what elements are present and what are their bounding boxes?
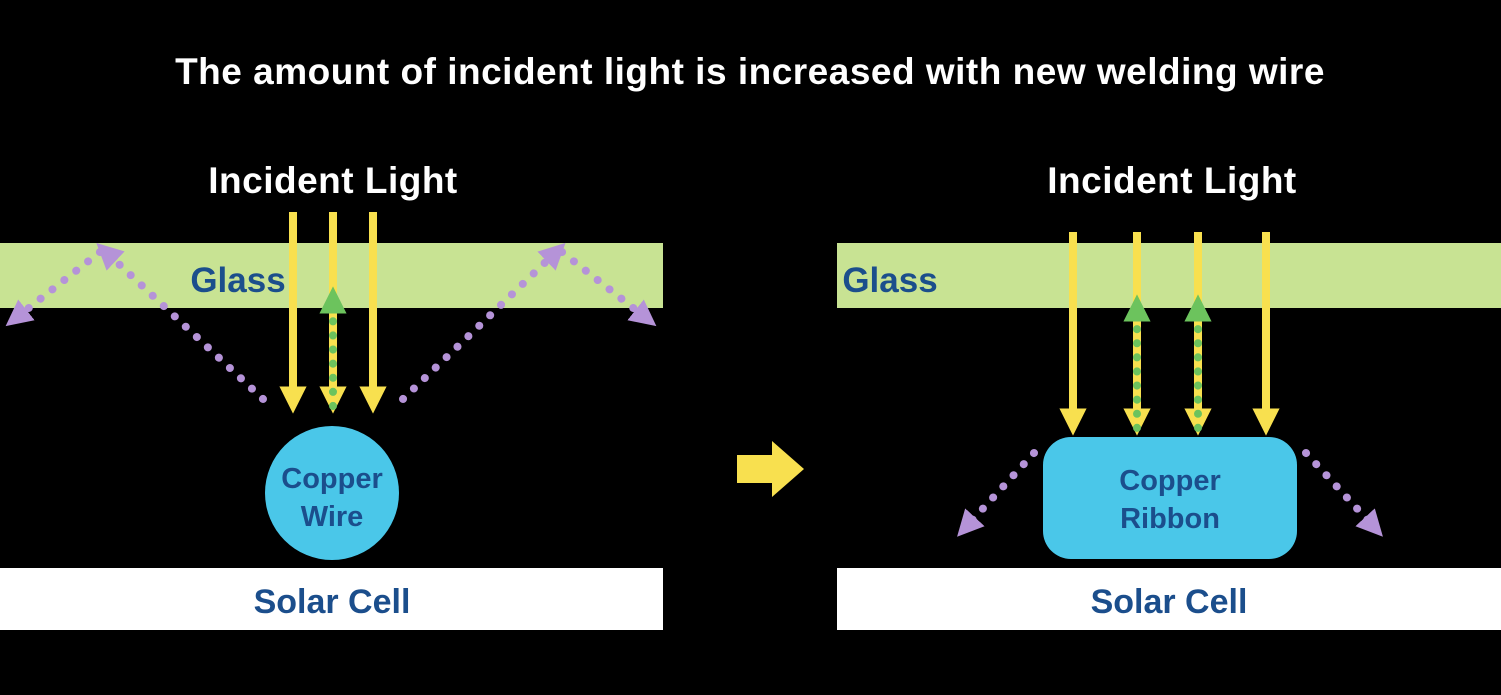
lost-ray-out-left [957,449,1038,537]
incident-light-label: Incident Light [208,160,458,201]
conductor-label-line1: Copper [1119,465,1221,497]
glass-label: Glass [842,261,937,300]
glass-bar [837,243,1501,308]
transition-arrow-icon [737,441,804,497]
incident-light-label: Incident Light [1047,160,1297,201]
lost-ray-up-right [399,242,566,403]
left-panel: Incident Light Glass Copper Wire Solar C… [0,160,663,630]
diagram-title: The amount of incident light is increase… [175,51,1325,92]
lost-ray-out-right [1302,449,1383,537]
solar-cell-label: Solar Cell [1091,583,1248,621]
glass-label: Glass [190,261,285,300]
conductor-label-line2: Ribbon [1120,503,1220,535]
conductor-label-line1: Copper [281,463,383,495]
lost-ray-out-right [558,248,657,327]
right-panel: Incident Light Glass Copper Ribbon Solar… [837,160,1501,630]
solar-cell-label: Solar Cell [254,583,411,621]
lost-ray-up-left [96,242,267,403]
solar-cell-bar [0,568,663,630]
copper-wire-circle [265,426,399,560]
conductor-label-line2: Wire [301,501,364,533]
solar-cell-bar [837,568,1501,630]
copper-ribbon-rect [1043,437,1297,559]
lost-ray-out-left [5,248,104,327]
